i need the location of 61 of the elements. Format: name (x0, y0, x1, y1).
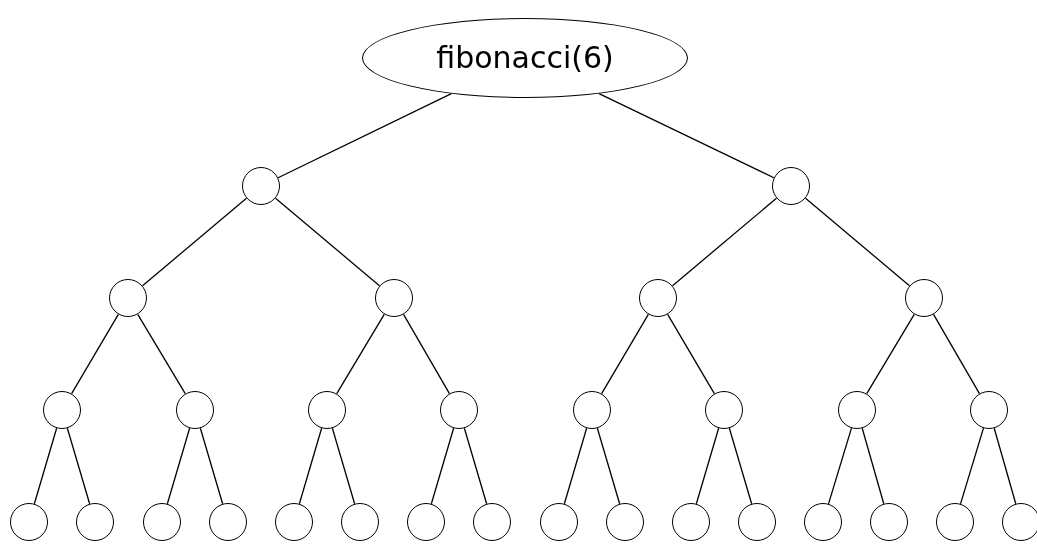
call-node-circle (639, 279, 677, 317)
call-node-circle (473, 503, 511, 541)
tree-edge (66, 427, 91, 505)
call-node-circle (606, 503, 644, 541)
call-node-circle (10, 503, 48, 541)
call-node-circle (738, 503, 776, 541)
tree-edge (932, 313, 981, 395)
call-node-circle (308, 391, 346, 429)
call-node-circle (109, 279, 147, 317)
call-node-circle (838, 391, 876, 429)
tree-edge (959, 427, 985, 505)
tree-edge (804, 197, 911, 287)
call-node-circle (936, 503, 974, 541)
call-node-circle (440, 391, 478, 429)
tree-edge (199, 427, 224, 505)
tree-edge (336, 313, 385, 395)
call-node-circle (905, 279, 943, 317)
tree-edge (563, 427, 588, 505)
call-node-circle (209, 503, 247, 541)
tree-edge (277, 93, 453, 179)
call-node-circle (772, 167, 810, 205)
tree-edge (598, 92, 775, 179)
call-node-circle (76, 503, 114, 541)
tree-edge (137, 313, 186, 395)
tree-edge (331, 427, 356, 505)
tree-edge (430, 427, 455, 505)
tree-edge (596, 427, 621, 505)
call-node-circle (970, 391, 1008, 429)
call-node-circle (672, 503, 710, 541)
tree-edge (463, 427, 488, 505)
call-node-circle (1002, 503, 1037, 541)
call-node-circle (870, 503, 908, 541)
tree-edge (33, 427, 58, 505)
tree-edge (274, 197, 381, 287)
call-node-circle (275, 503, 313, 541)
tree-edge (861, 427, 885, 505)
tree-edge (728, 427, 753, 505)
tree-edge (671, 197, 778, 287)
call-node-circle (143, 503, 181, 541)
tree-edge (827, 427, 853, 505)
call-node-circle (176, 391, 214, 429)
call-node-circle (705, 391, 743, 429)
call-node-circle (573, 391, 611, 429)
call-node-circle (540, 503, 578, 541)
tree-edge (993, 427, 1017, 505)
tree-edge (402, 313, 451, 395)
tree-edge (141, 197, 248, 287)
tree-edge (695, 427, 720, 505)
call-node-circle (43, 391, 81, 429)
tree-edge (298, 427, 323, 505)
call-node-circle (407, 503, 445, 541)
call-node-circle (341, 503, 379, 541)
tree-edge (601, 313, 649, 395)
call-node-circle (375, 279, 413, 317)
tree-edge (71, 313, 119, 395)
call-node-circle (804, 503, 842, 541)
call-node-circle (242, 167, 280, 205)
tree-edge (667, 313, 715, 395)
tree-edge (166, 427, 191, 505)
function-call-label: fibonacci(6) (436, 43, 614, 73)
tree-edge (866, 313, 915, 395)
